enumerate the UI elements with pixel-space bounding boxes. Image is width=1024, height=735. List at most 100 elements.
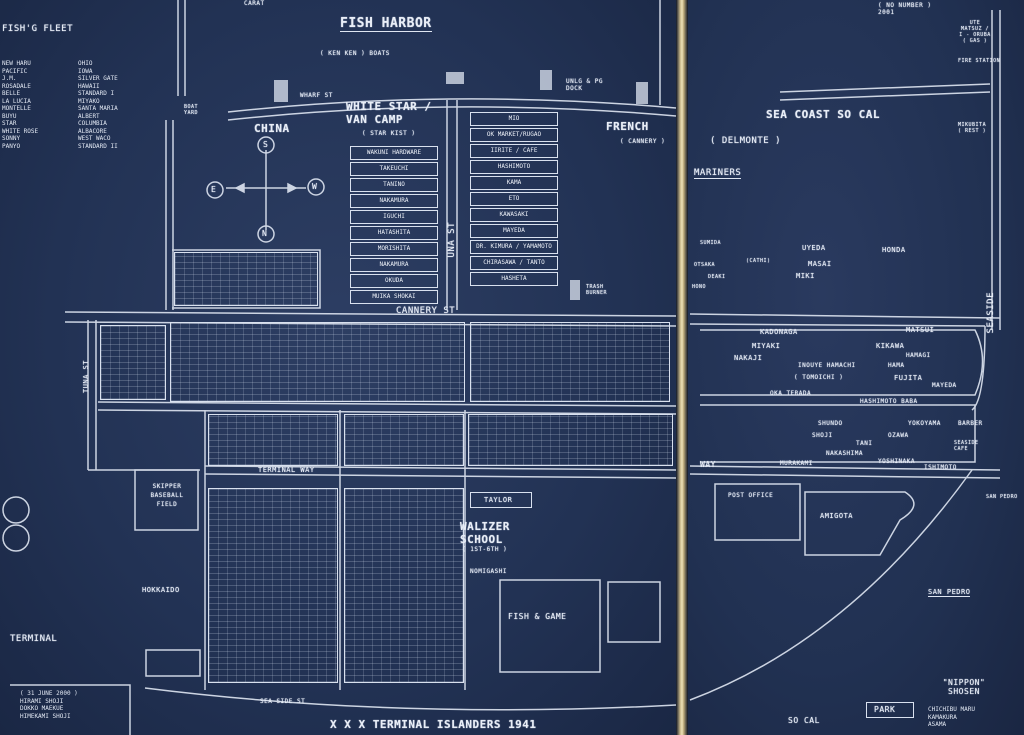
business-lot: DR. KIMURA / YAMAMOTO — [470, 240, 558, 254]
footer-title: X X X TERMINAL ISLANDERS 1941 — [330, 718, 537, 731]
right-name: MAYEDA — [932, 382, 957, 389]
village-block-f — [344, 488, 464, 683]
nippon-shosen-label: "NIPPON" SHOSEN — [942, 678, 986, 696]
business-lot: TAKEUCHI — [350, 162, 438, 176]
fleet-boat-name: STANDARD I — [78, 90, 115, 97]
right-name: BARBER — [958, 420, 983, 427]
business-lot: CHIRASAWA / TANTO — [470, 256, 558, 270]
business-lot: MIO — [470, 112, 558, 126]
right-name: OKA TERADA — [770, 390, 812, 397]
right-page — [688, 0, 1024, 735]
ute-label: UTE MATSUZ / I - ORUBA ( GAS ) — [959, 20, 991, 44]
fleet-boat-name: WHITE ROSE — [2, 127, 39, 135]
fleet-boat-name: COLUMBIA — [78, 120, 107, 127]
right-name: ( TOMOICHI ) — [794, 374, 844, 381]
right-name: UYEDA — [802, 244, 826, 252]
right-name: FUJITA — [894, 374, 923, 382]
ship-name: ASAMA — [928, 721, 947, 728]
so-cal-label: SO CAL — [788, 716, 820, 725]
fleet-boat-name: HAWAII — [78, 82, 100, 90]
compass-left: E — [211, 185, 217, 194]
sea-coast-label: SEA COAST SO CAL — [766, 108, 880, 121]
mikubita-label: MIKUBITA ( REST ) — [958, 122, 987, 134]
fleet-boat-name: SILVER GATE — [78, 75, 118, 82]
right-small-name: HONO — [692, 284, 707, 290]
bottom-left-entry: HIMEKAMI SHOJI — [20, 712, 71, 720]
terminal-label: TERMINAL — [10, 634, 58, 644]
fleet-boat-name: IOWA — [78, 67, 93, 75]
fleet-boat-name: STAR — [2, 120, 17, 127]
fleet-boat-name: NEW HARU — [2, 60, 31, 67]
skipper-field-label: SKIPPER BASEBALL FIELD — [150, 483, 184, 508]
seaside-label: SEASIDE — [986, 292, 996, 334]
compass-right: W — [312, 182, 318, 191]
right-name: HAMA — [888, 362, 905, 369]
right-name: NAKAJI — [734, 354, 763, 362]
fleet-boat-name: OHIO — [78, 60, 93, 67]
village-block-d — [344, 414, 464, 466]
business-lot: HATASHITA — [350, 226, 438, 240]
right-name: INOUYE HAMACHI — [798, 362, 856, 369]
business-lot: HASHETA — [470, 272, 558, 286]
china-block — [174, 252, 318, 306]
village-block-c — [208, 414, 338, 466]
fleet-boat-name: MONTELLE — [2, 105, 31, 112]
park-label: PARK — [874, 705, 896, 714]
amigota-label: AMIGOTA — [820, 512, 854, 520]
right-name: KIKAWA — [876, 342, 905, 350]
right-small-name: (CATHI) — [746, 258, 771, 264]
fleet-boat-name: BELLE — [2, 90, 21, 97]
right-name: SHUNDO — [818, 420, 843, 427]
taylor-label: TAYLOR — [484, 496, 513, 504]
fleet-boat-name: PANYO — [2, 142, 21, 150]
san-pedro-label: SAN PEDRO — [928, 588, 971, 597]
taylor-box — [470, 492, 532, 508]
park-box — [866, 702, 914, 718]
business-lot: IGUCHI — [350, 210, 438, 224]
ship-name: KAMAKURA — [928, 713, 957, 721]
right-name: MASAI — [808, 260, 832, 268]
fleet-boat-name: WEST WACO — [78, 135, 111, 142]
business-lot: HASHIMOTO — [470, 160, 558, 174]
business-lot: MUIKA SHOKAI — [350, 290, 438, 304]
right-name: YOSHINAKA — [878, 458, 916, 465]
fleet-boat-name: ALBACORE — [78, 127, 107, 135]
wharf-st-label: WHARF ST — [300, 92, 333, 99]
no-number-label: ( NO NUMBER ) 2001 — [878, 2, 932, 16]
right-name: HONDA — [882, 246, 906, 254]
business-lot: MORISHITA — [350, 242, 438, 256]
star-kist-label: ( STAR KIST ) — [362, 130, 416, 137]
right-small-name: OTSAKA — [694, 262, 716, 268]
unloading-dock-label: UNLG & PG DOCK — [566, 78, 604, 92]
right-name: SHOJI — [812, 432, 833, 439]
business-lot: ETO — [470, 192, 558, 206]
china-label: CHINA — [254, 122, 290, 135]
fleet-boat-name: BUYU — [2, 112, 17, 120]
business-lot: IIRITE / CAFE — [470, 144, 558, 158]
fleet-boat-name: SONNY — [2, 135, 21, 142]
left-page — [0, 0, 676, 735]
ken-ken-label: ( KEN KEN ) BOATS — [320, 50, 390, 57]
right-name: NAKASHIMA — [826, 450, 864, 457]
right-name: MIKI — [796, 272, 815, 280]
hokkaido-label: HOKKAIDO — [142, 586, 180, 594]
nomigashi-label: NOMIGASHI — [470, 568, 508, 575]
fleet-boat-name: LA LUCIA — [2, 97, 31, 105]
delmonte-label: ( DELMONTE ) — [710, 136, 782, 146]
cannery-label: ( CANNERY ) — [620, 138, 666, 145]
post-office-label: POST OFFICE — [728, 492, 774, 499]
right-name: OZAWA — [888, 432, 909, 439]
right-name: TANI — [856, 440, 873, 447]
fish-game-label: FISH & GAME — [508, 612, 567, 621]
fleet-boat-name: SANTA MARIA — [78, 105, 118, 112]
fish-harbor-label: FISH HARBOR — [340, 16, 432, 32]
compass-top: S — [263, 140, 269, 149]
fleet-boat-name: J.M. — [2, 75, 17, 82]
right-name: YOKOYAMA — [908, 420, 941, 427]
